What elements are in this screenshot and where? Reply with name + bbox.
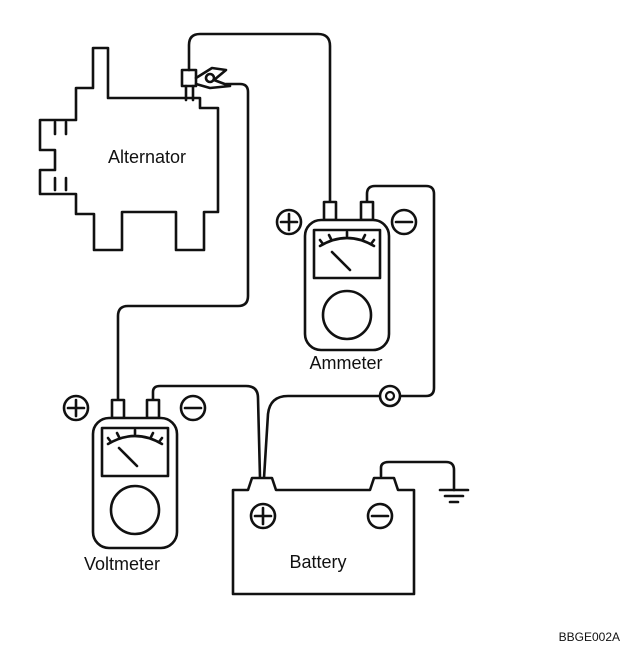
voltmeter-plus-icon [62, 394, 90, 422]
alternator-label: Alternator [108, 147, 186, 167]
voltmeter-label: Voltmeter [84, 554, 160, 574]
figure-code: BBGE002A [559, 630, 620, 644]
voltmeter: Voltmeter [84, 398, 179, 574]
ammeter: Ammeter [303, 200, 391, 373]
voltmeter-minus-icon [179, 394, 207, 422]
wire-ammeter-ring [365, 184, 436, 398]
battery-minus-icon [366, 502, 394, 530]
wires [116, 32, 456, 492]
ammeter-minus-icon [390, 208, 418, 236]
alternator: Alternator [38, 46, 220, 252]
battery: Battery [231, 476, 416, 596]
battery-label: Battery [289, 552, 346, 572]
ground-symbol-icon [438, 488, 470, 504]
wire-ground [379, 460, 456, 492]
ammeter-plus-icon [275, 208, 303, 236]
wire-voltmeter-battery [151, 384, 262, 480]
ammeter-label: Ammeter [309, 353, 382, 373]
alternator-b-terminal [180, 66, 232, 102]
battery-plus-icon [249, 502, 277, 530]
wire-ring-battery [262, 394, 382, 480]
wire-alternator-voltmeter [116, 82, 250, 402]
wire-alternator-ammeter [187, 32, 332, 208]
